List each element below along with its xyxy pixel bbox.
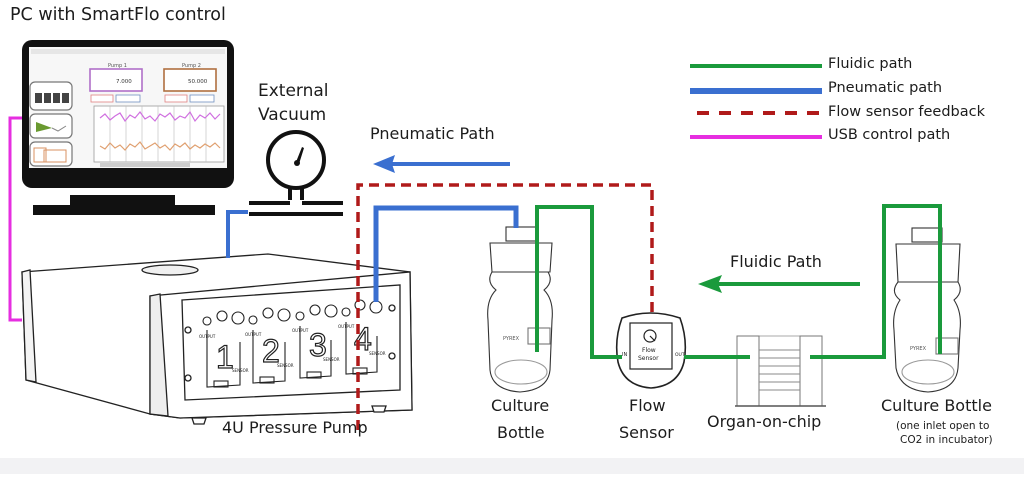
- culture-bottle-2-label: Culture Bottle: [881, 396, 992, 415]
- pump-channels: [202, 299, 383, 388]
- bottom-margin-strip: [0, 458, 1024, 474]
- vacuum-label-line2: Vacuum: [258, 105, 327, 125]
- pump-label: 4U Pressure Pump: [222, 418, 368, 437]
- pneumatic-line-bottle: [373, 205, 519, 302]
- culture-bottle-2-note-line2: CO2 in incubator): [900, 434, 993, 446]
- flow-sensor-in-label: IN: [622, 352, 627, 358]
- flow-sensor-face-line1: Flow: [642, 347, 656, 354]
- vacuum-gauge: [249, 130, 343, 216]
- pneumatic-direction-arrow: [373, 155, 510, 173]
- pump-channel-number-3: 3: [309, 327, 327, 363]
- pump-sensor-label-1: SENSOR: [232, 368, 249, 373]
- culture-bottle-1: [487, 226, 553, 393]
- culture-bottle-2-note-line1: (one inlet open to: [896, 420, 990, 432]
- legend-label-usb: USB control path: [828, 127, 951, 143]
- pump-output-label-3: OUTPUT: [292, 328, 309, 333]
- smartflo-screen: [29, 49, 225, 167]
- culture-bottle-2-brand: PYREX: [910, 346, 927, 352]
- screen-trace-pump1: [99, 110, 221, 123]
- pump-output-label-1: OUTPUT: [199, 334, 216, 339]
- screen-pump1-value: 7.000: [116, 79, 132, 85]
- pump-channel-1: [202, 310, 245, 388]
- pump-output-label-2: OUTPUT: [245, 332, 262, 337]
- pump-channel-number-2: 2: [262, 333, 280, 369]
- screen-pump2-title: Pump 2: [182, 63, 201, 69]
- organ-on-chip: [735, 335, 826, 407]
- pump-channel-number-1: 1: [216, 339, 234, 375]
- pump-sensor-label-4: SENSOR: [369, 351, 386, 356]
- pneumatic-arrow-label: Pneumatic Path: [370, 124, 495, 143]
- pump-channel-3: [295, 304, 338, 379]
- culture-bottle-2: [893, 227, 961, 393]
- pump-sensor-label-3: SENSOR: [323, 357, 340, 362]
- pump-channel-4: [341, 299, 383, 375]
- legend: [690, 64, 822, 139]
- flow-sensor-label-line1: Flow: [629, 396, 666, 415]
- organ-on-chip-label: Organ-on-chip: [707, 412, 822, 431]
- culture-bottle-1-brand: PYREX: [503, 336, 520, 342]
- fluidic-arrow-label: Fluidic Path: [730, 252, 822, 271]
- flow-sensor-feedback-line: [356, 183, 654, 430]
- pc-label: PC with SmartFlo control: [10, 5, 226, 25]
- culture-bottle-1-label-line2: Bottle: [497, 423, 545, 442]
- screen-pump1-title: Pump 1: [108, 63, 127, 69]
- legend-label-feedback: Flow sensor feedback: [828, 104, 985, 120]
- flow-sensor-device: [615, 312, 687, 389]
- flow-sensor-out-label: OUT: [675, 352, 685, 358]
- pump-output-label-4: OUTPUT: [338, 324, 355, 329]
- screen-trace-pump2: [99, 141, 221, 151]
- vacuum-label-line1: External: [258, 81, 329, 101]
- pump-channel-2: [248, 307, 291, 384]
- fluidic-line-bottle1-to-sensor: [535, 205, 622, 359]
- legend-label-fluidic: Fluidic path: [828, 56, 913, 72]
- legend-label-pneumatic: Pneumatic path: [828, 80, 943, 96]
- fluidic-direction-arrow: [698, 275, 860, 293]
- culture-bottle-1-label-line1: Culture: [491, 396, 550, 415]
- usb-control-line: [8, 116, 22, 322]
- pump-sensor-label-2: SENSOR: [277, 363, 294, 368]
- fluidic-line-chip-to-bottle2: [810, 204, 942, 359]
- screen-pump2-value: 50.000: [188, 79, 208, 85]
- flow-sensor-label-line2: Sensor: [619, 423, 674, 442]
- flow-sensor-face-line2: Sensor: [638, 355, 659, 362]
- pneumatic-line-vacuum: [226, 210, 248, 258]
